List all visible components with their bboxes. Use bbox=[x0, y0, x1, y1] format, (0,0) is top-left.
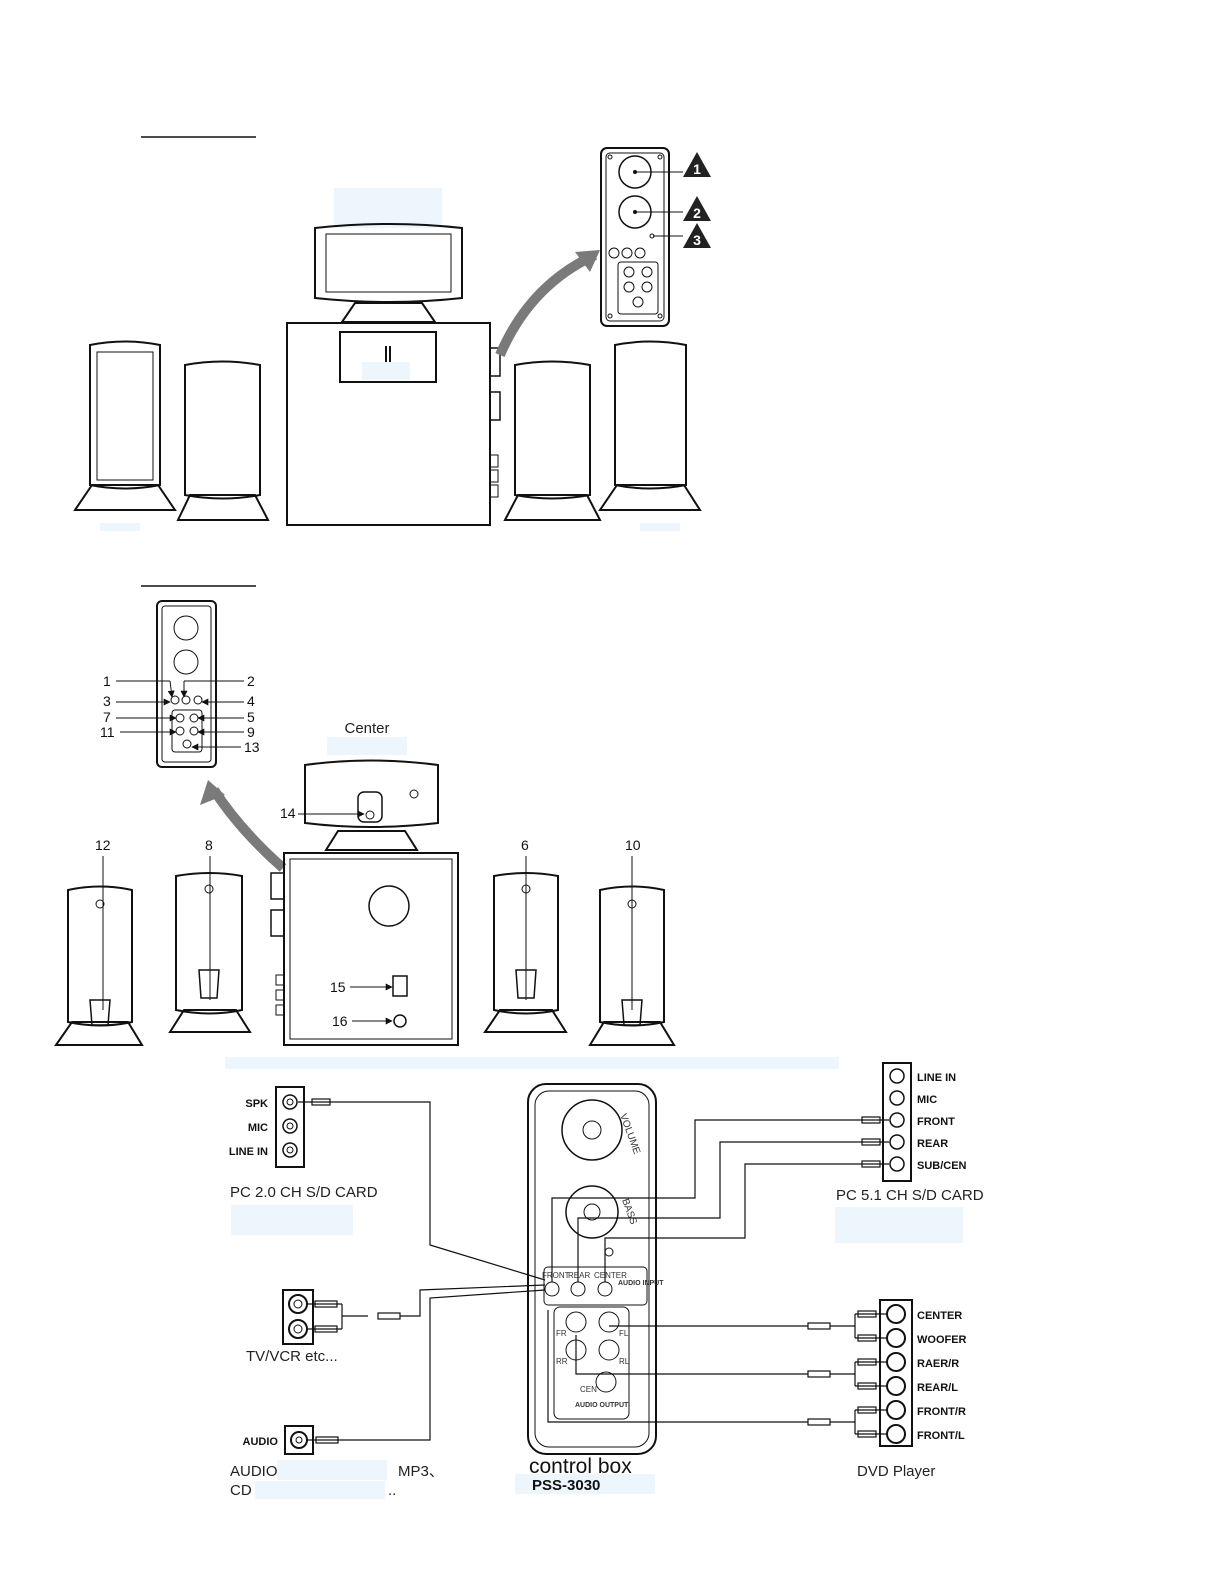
control-box-title: control box bbox=[529, 1455, 632, 1478]
front-right-outer-speaker bbox=[598, 340, 702, 511]
cen-label: CEN bbox=[580, 1385, 597, 1394]
front-left-outer-speaker bbox=[73, 340, 177, 511]
center-speaker-back bbox=[304, 759, 439, 851]
control-panel-back bbox=[156, 600, 217, 768]
subwoofer-front bbox=[286, 322, 501, 526]
tv-vcr-device bbox=[282, 1289, 314, 1345]
rear-speaker-12: 12 bbox=[54, 837, 144, 1046]
port-label: LINE IN bbox=[917, 1072, 956, 1084]
center-input-label: CENTER bbox=[594, 1271, 627, 1280]
model-placeholder bbox=[515, 1474, 655, 1494]
audio-caption: MP3、 bbox=[398, 1463, 444, 1480]
tv-vcr-caption: TV/VCR etc... bbox=[246, 1348, 338, 1365]
zoom-arrow-back-head bbox=[200, 780, 225, 805]
port-label: MIC bbox=[917, 1094, 937, 1106]
caption-placeholder bbox=[231, 1205, 353, 1235]
rr-label: RR bbox=[556, 1357, 568, 1366]
callout-11: 11 bbox=[100, 724, 115, 740]
pc-51ch-card: LINE IN MIC FRONT REAR SUB/CEN bbox=[882, 1062, 967, 1182]
callout-15: 15 bbox=[330, 979, 346, 995]
zoom-arrow bbox=[495, 250, 598, 357]
control-panel-front bbox=[600, 147, 670, 327]
caption-placeholder bbox=[277, 1460, 387, 1480]
callout-16: 16 bbox=[332, 1013, 348, 1029]
label-placeholder bbox=[640, 523, 680, 531]
port-label: RAER/R bbox=[917, 1358, 959, 1370]
section3-heading-placeholder bbox=[225, 1057, 839, 1069]
port-label: SUB/CEN bbox=[917, 1160, 967, 1172]
port-label: FRONT/R bbox=[917, 1406, 966, 1418]
port-label: LINE IN bbox=[229, 1146, 268, 1158]
audio-caption: AUDIO bbox=[230, 1463, 278, 1480]
front-right-inner-speaker bbox=[503, 360, 602, 521]
subwoofer-back bbox=[270, 852, 459, 1046]
callout-number: 2 bbox=[693, 205, 701, 221]
callout-triangle-3: 3 bbox=[653, 223, 711, 248]
port-label: CENTER bbox=[917, 1310, 962, 1322]
callout-3: 2 bbox=[247, 673, 255, 689]
fl-label: FL bbox=[619, 1329, 629, 1338]
callout-6: 6 bbox=[521, 837, 529, 853]
pc-2ch-caption: PC 2.0 CH S/D CARD bbox=[230, 1184, 378, 1201]
rear-speaker-10: 10 bbox=[588, 837, 676, 1046]
rear-label: REAR bbox=[568, 1271, 590, 1280]
zoom-arrow-back bbox=[209, 787, 287, 872]
port-label: MIC bbox=[248, 1122, 268, 1134]
cables bbox=[298, 1098, 889, 1444]
port-label: REAR/L bbox=[917, 1382, 958, 1394]
panel-callouts: 1 2 3 4 7 5 11 9 13 bbox=[100, 673, 260, 755]
center-label-placeholder bbox=[327, 737, 407, 755]
zoom-arrow-head bbox=[575, 250, 600, 272]
dvd-player: CENTER WOOFER RAER/R REAR/L FRONT/R FRON… bbox=[879, 1299, 967, 1447]
control-box-model: PSS-3030 bbox=[532, 1477, 600, 1494]
callout-14: 14 bbox=[280, 805, 296, 821]
callout-2: 3 bbox=[103, 693, 111, 709]
rear-speaker-6: 6 bbox=[483, 837, 568, 1033]
callout-number: 1 bbox=[693, 161, 701, 177]
dvd-caption: DVD Player bbox=[857, 1463, 935, 1480]
label-placeholder bbox=[100, 523, 140, 531]
rear-speaker-8: 8 bbox=[168, 837, 252, 1033]
audio-input-label: AUDIO INPUT bbox=[618, 1280, 664, 1287]
callout-4: 4 bbox=[247, 693, 255, 709]
caption-placeholder bbox=[835, 1207, 963, 1243]
callout-12: 12 bbox=[95, 837, 111, 853]
callout-13: 13 bbox=[244, 739, 260, 755]
port-label: FRONT/L bbox=[917, 1430, 965, 1442]
callout-10: 10 bbox=[625, 837, 641, 853]
fr-label: FR bbox=[556, 1329, 567, 1338]
port-label: SPK bbox=[245, 1098, 268, 1110]
center-speaker-front bbox=[314, 223, 463, 323]
callout-number: 3 bbox=[693, 232, 701, 248]
callout-7: 7 bbox=[103, 709, 111, 725]
callout-triangle-2: 2 bbox=[636, 196, 711, 221]
port-label: WOOFER bbox=[917, 1334, 967, 1346]
callout-1: 1 bbox=[103, 673, 111, 689]
center-label: Center bbox=[344, 720, 389, 737]
audio-caption: .. bbox=[388, 1482, 396, 1499]
callout-triangle-1: 1 bbox=[636, 152, 711, 177]
front-label: FRONT bbox=[542, 1271, 570, 1280]
pc-2ch-card: SPK MIC LINE IN bbox=[229, 1086, 305, 1168]
port-label: AUDIO bbox=[243, 1436, 279, 1448]
audio-caption: CD bbox=[230, 1482, 252, 1499]
rl-label: RL bbox=[619, 1357, 630, 1366]
pc-51ch-caption: PC 5.1 CH S/D CARD bbox=[836, 1187, 984, 1204]
volume-label: VOLUME bbox=[617, 1112, 642, 1156]
caption-placeholder bbox=[255, 1481, 385, 1499]
port-label: REAR bbox=[917, 1138, 948, 1150]
callout-8: 8 bbox=[205, 837, 213, 853]
audio-output-label: AUDIO OUTPUT bbox=[575, 1402, 629, 1409]
callout-9: 9 bbox=[247, 724, 255, 740]
center-label-placeholder bbox=[334, 188, 442, 228]
bass-label: BASS bbox=[619, 1197, 639, 1226]
callout-5: 5 bbox=[247, 709, 255, 725]
front-left-inner-speaker bbox=[176, 360, 270, 521]
port-label: FRONT bbox=[917, 1116, 955, 1128]
audio-source-device: AUDIO bbox=[243, 1425, 314, 1455]
